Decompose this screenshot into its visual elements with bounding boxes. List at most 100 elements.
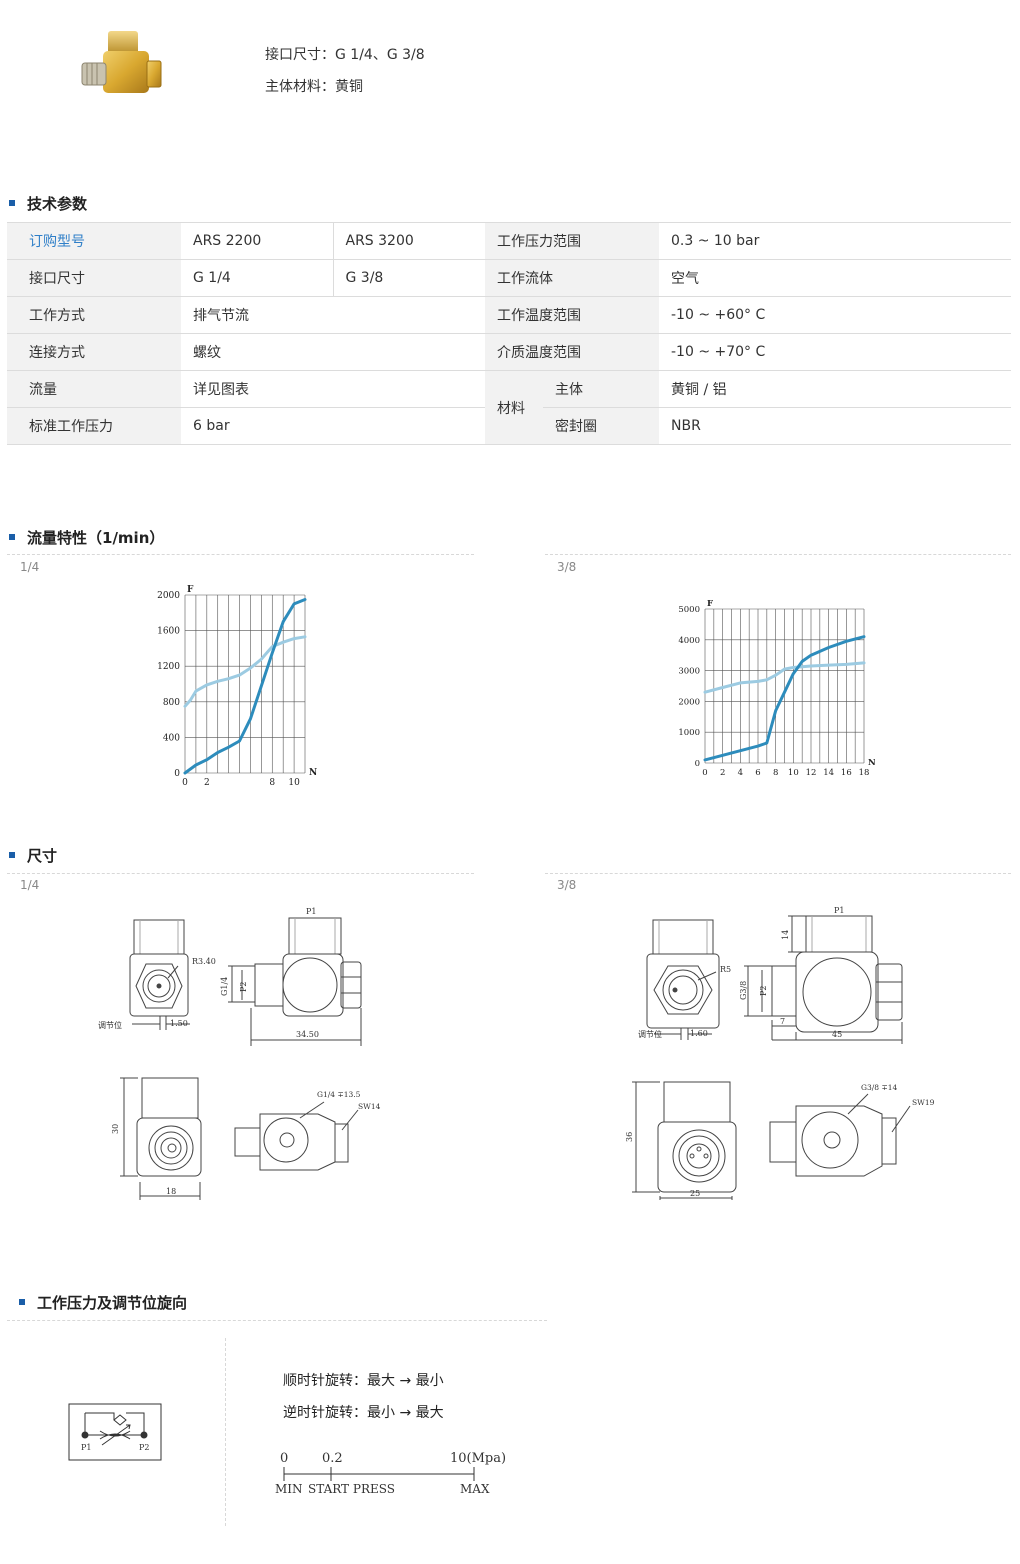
table-row: 订购型号 ARS 2200 ARS 3200 工作压力范围 0.3 ~ 10 b… [7,222,1011,260]
section-title-pressure: 工作压力及调节位旋向 [19,1292,187,1313]
seal-label: 密封圈 [543,407,659,445]
table-row: 连接方式 螺纹 介质温度范围 -10 ~ +70° C [7,333,1011,371]
y-tick-label: 1000 [678,728,700,738]
x-tick-label: 12 [806,768,817,778]
section-title-tech: 技术参数 [9,193,87,214]
model-a: ARS 2200 [181,222,333,260]
y-tick-label: 1600 [157,627,180,637]
table-row: 接口尺寸 G 1/4 G 3/8 工作流体 空气 [7,259,1011,297]
table-row: 标准工作压力 6 bar 密封圈 NBR [7,407,1011,445]
divider-vertical [225,1338,226,1526]
divider [545,873,1011,874]
dim-label: G3/8 ∓14 [861,1083,898,1092]
params-table: 订购型号 ARS 2200 ARS 3200 工作压力范围 0.3 ~ 10 b… [7,222,1011,445]
scale-max: MAX [460,1482,490,1496]
dim-label: 1.50 [170,1019,188,1028]
scale-02: 0.2 [322,1451,343,1466]
order-model-label: 订购型号 [7,222,181,260]
scale-min: MIN [275,1482,303,1496]
x-tick-label: 0 [702,768,707,778]
seal-value: NBR [659,407,1011,445]
dim-label: 1.60 [690,1029,708,1038]
dim-label: P2 [759,986,768,996]
dim-label: P2 [239,982,248,992]
work-mode-label: 工作方式 [7,296,181,334]
dims-sub-right: 3/8 [557,878,577,892]
product-image [81,31,162,93]
x-tick-label: 6 [755,768,760,778]
x-tick-label: 2 [204,778,210,788]
x-tick-label: 8 [269,778,275,788]
dim-label: SW19 [912,1098,935,1107]
scale-0: 0 [280,1451,288,1466]
dims-sub-left: 1/4 [20,878,40,892]
chart-sub-left: 1/4 [20,560,40,574]
dim-label: G3/8 [739,981,748,1000]
section-bullet-icon [9,851,15,858]
series-line-2 [183,598,307,775]
series-line-1 [183,635,307,708]
dim-label: G1/4 ∓13.5 [317,1090,361,1099]
x-tick-label: 14 [823,768,834,778]
dim-label: 25 [690,1189,700,1198]
dim-label: 调节位 [638,1029,662,1039]
y-tick-label: 800 [163,698,180,708]
clockwise-text: 顺时针旋转：最大 → 最小 [283,1373,444,1389]
dim-label: 45 [832,1030,842,1039]
y-axis-letter: F [187,585,194,595]
y-tick-label: 3000 [678,667,700,677]
port-size-label: 接口尺寸 [7,259,181,297]
y-tick-label: 0 [695,759,700,769]
flow-label: 流量 [7,370,181,408]
x-tick-label: 18 [859,768,870,778]
x-tick-label: 16 [841,768,852,778]
dim-label: G1/4 [220,977,229,996]
y-tick-label: 5000 [678,605,700,615]
medium-temp-value: -10 ~ +70° C [659,333,1011,371]
section-bullet-icon [19,1298,25,1305]
dim-label: 36 [625,1132,634,1142]
dim-label: R5 [720,965,731,974]
dim-label: 18 [166,1187,176,1196]
flow-value: 详见图表 [181,370,485,408]
chart-sub-right: 3/8 [557,560,577,574]
y-axis-letter: F [707,599,713,609]
port-b: G 3/8 [332,259,485,297]
series-line-2 [703,635,866,762]
dim-label: 30 [111,1124,120,1134]
divider [545,554,1011,555]
pressure-range-label: 工作压力范围 [485,222,659,260]
x-tick-label: 2 [720,768,725,778]
pressure-range-value: 0.3 ~ 10 bar [659,222,1011,260]
x-tick-label: 4 [738,768,743,778]
p1-label: P1 [81,1443,91,1452]
temp-range-label: 工作温度范围 [485,296,659,334]
section-bullet-icon [9,199,15,206]
medium-temp-label: 介质温度范围 [485,333,659,371]
port-a: G 1/4 [181,259,333,297]
x-tick-label: 8 [773,768,778,778]
y-tick-label: 4000 [678,636,700,646]
dim-label: 34.50 [296,1030,319,1039]
temp-range-value: -10 ~ +60° C [659,296,1011,334]
x-tick-label: 10 [288,778,300,788]
dim-label: 14 [781,930,790,940]
dim-label: SW14 [358,1102,381,1111]
y-tick-label: 0 [174,769,180,779]
work-mode-value: 排气节流 [181,296,485,334]
dim-label: P1 [306,907,316,916]
scale-10: 10(Mpa) [450,1451,506,1466]
dim-label: R3.40 [192,957,216,966]
dimension-drawing-1-4: R3.40 调节位 1.50 P1 G1/4 P2 34.50 30 18 G1… [98,907,381,1200]
std-pressure-label: 标准工作压力 [7,407,181,445]
interface-size-line: 接口尺寸：G 1/4、G 3/8 [265,47,425,63]
body-label: 主体 [543,370,659,408]
dim-label: 7 [780,1017,785,1026]
connection-label: 连接方式 [7,333,181,371]
body-value: 黄铜 / 铝 [659,370,1011,408]
section-title-flow: 流量特性（1/min） [9,527,164,548]
dim-label: 调节位 [98,1020,122,1030]
model-b: ARS 3200 [332,222,485,260]
